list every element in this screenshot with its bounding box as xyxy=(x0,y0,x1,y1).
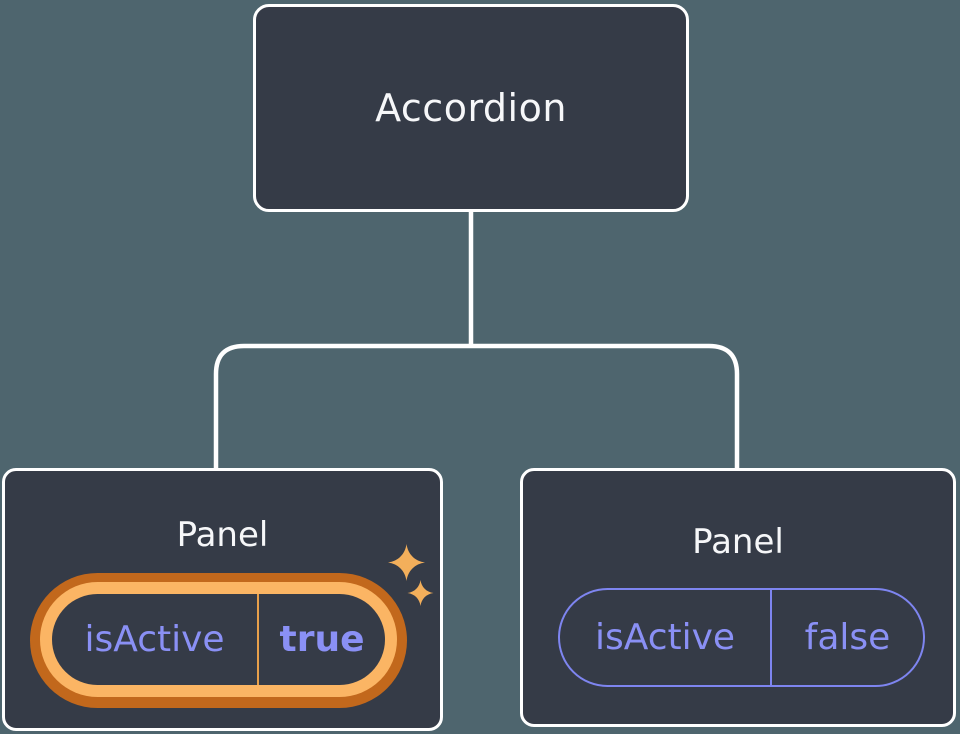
panel-node-active: Panel isActive true xyxy=(2,468,443,731)
prop-pill-divider xyxy=(770,590,772,685)
prop-pill-isactive-false: isActive false xyxy=(558,588,925,687)
prop-value-false: false xyxy=(804,617,891,658)
prop-value-true: true xyxy=(279,619,365,660)
prop-pill-isactive-true: isActive true xyxy=(30,573,407,708)
connector-branch xyxy=(213,343,740,470)
prop-pill-divider xyxy=(257,594,259,685)
prop-name-isactive: isActive xyxy=(84,619,225,660)
sparkle-star-large xyxy=(388,544,426,582)
panel-node-inactive: Panel isActive false xyxy=(520,468,956,727)
panel-node-inactive-label: Panel xyxy=(692,522,784,562)
prop-pill-core: isActive true xyxy=(52,594,385,685)
accordion-node-label: Accordion xyxy=(375,86,567,130)
prop-name-isactive: isActive xyxy=(594,617,736,658)
panel-node-active-label: Panel xyxy=(176,515,269,555)
prop-pill-highlight-ring: isActive true xyxy=(40,582,397,697)
sparkle-star-small xyxy=(407,580,434,606)
sparkles-icon xyxy=(388,544,434,606)
accordion-node: Accordion xyxy=(253,4,689,212)
